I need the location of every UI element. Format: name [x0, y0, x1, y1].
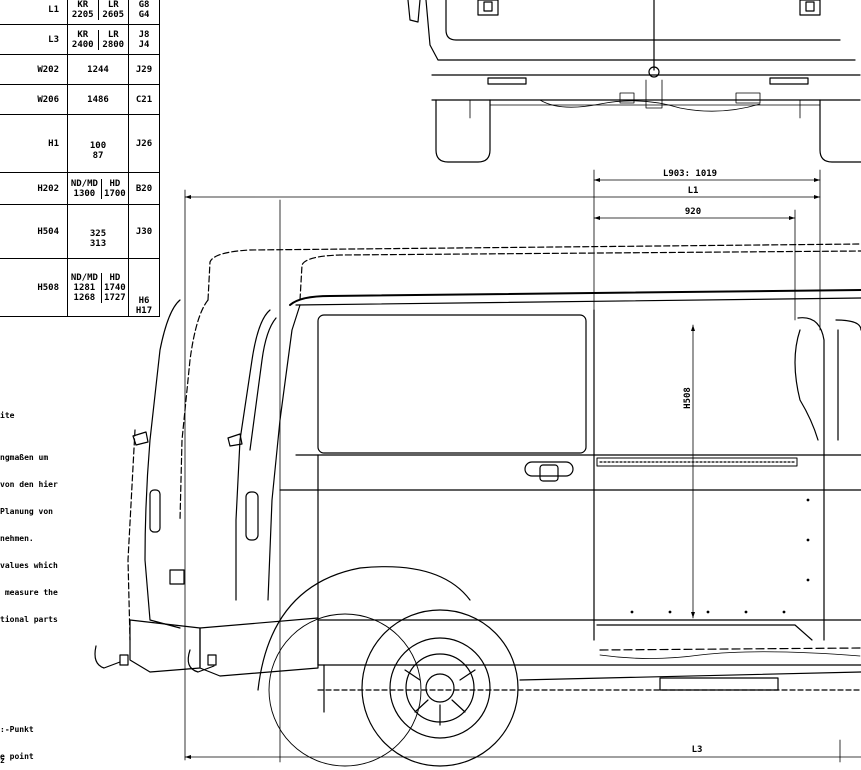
note-text: von den hier	[0, 480, 58, 489]
table-cell: 2205	[68, 9, 99, 20]
table-cell: ND/MD	[68, 272, 102, 283]
dim-label-l3: L3	[692, 745, 703, 755]
reference-code: H17	[135, 306, 153, 316]
dimension-arrows	[185, 178, 820, 759]
table-cell: 325	[89, 228, 107, 239]
note-line-4: z	[0, 756, 5, 765]
dim-label-l1: L1	[688, 186, 699, 196]
table-cell: HD	[109, 178, 121, 189]
table-cell: 1700	[104, 188, 126, 199]
table-cell: KR	[68, 0, 99, 10]
table-cell: LR	[107, 0, 119, 10]
table-cell: ND/MD	[68, 178, 102, 189]
table-cell: LR	[107, 29, 119, 40]
table-cell: 1727	[104, 292, 126, 303]
note-text: ngmaßen um	[0, 453, 49, 462]
reference-code: C21	[135, 94, 153, 105]
rear-view	[407, 0, 861, 163]
dimension-lines	[184, 169, 861, 763]
note-block-3: :-Punkt e point	[0, 707, 34, 770]
reference-code: J26	[135, 138, 153, 149]
table-cell: 87	[92, 150, 104, 161]
table-cell: 1300	[68, 188, 102, 199]
table-cell: 2400	[68, 39, 99, 50]
reference-code: J29	[135, 64, 153, 75]
reference-code: G8	[138, 0, 150, 10]
note-text: :-Punkt	[0, 725, 34, 734]
reference-cell: J26	[128, 114, 160, 173]
dimension-code: H508	[0, 258, 68, 317]
table-cell: 2605	[102, 9, 125, 20]
reference-code: J4	[138, 39, 150, 50]
dim-label-h508: H508	[683, 387, 693, 409]
reference-cell: C21	[128, 84, 160, 115]
table-cell: KR	[68, 29, 99, 40]
dim-label-920: 920	[685, 207, 701, 217]
table-cell: 1244	[67, 54, 129, 85]
table-cell: 100	[89, 140, 107, 151]
reference-code: G4	[138, 9, 150, 20]
dim-label-l903: L903: 1019	[663, 169, 717, 179]
note-line-1: ite	[0, 411, 15, 420]
note-text: values which	[0, 561, 58, 570]
note-text: nehmen.	[0, 534, 34, 543]
note-text: e point	[0, 752, 34, 761]
reference-cell: J29	[128, 54, 160, 85]
reference-code: B20	[135, 183, 153, 194]
van-body	[94, 243, 861, 767]
table-cell: HD	[109, 272, 121, 283]
reference-code: J8	[138, 29, 150, 40]
note-text: measure the	[0, 588, 58, 597]
table-cell: 2800	[102, 39, 125, 50]
note-text: Planung von	[0, 507, 53, 516]
note-block-2: ngmaßen um von den hier Planung von nehm…	[0, 435, 58, 633]
table-cell: 1268	[68, 292, 102, 303]
table-cell: 1281	[68, 282, 102, 293]
dimension-code: H504	[0, 204, 68, 259]
note-text: tional parts	[0, 615, 58, 624]
reference-cell: B20	[128, 172, 160, 205]
dimension-code: H202	[0, 172, 68, 205]
reference-code: H6	[138, 296, 150, 306]
reference-code: J30	[135, 226, 153, 237]
table-cell: 1740	[104, 282, 126, 293]
table-cell: 313	[89, 238, 107, 249]
